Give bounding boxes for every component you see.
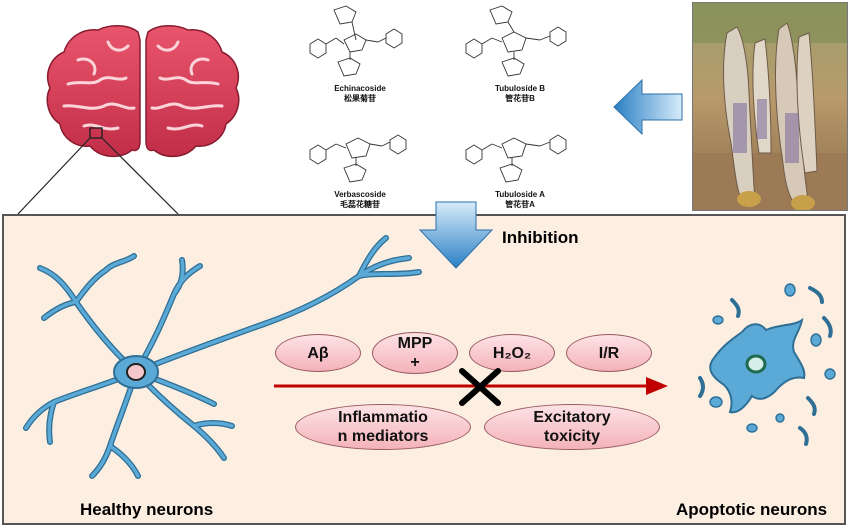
chem-structure-tubuloside-b (465, 5, 567, 77)
compound-name: Tubuloside B (494, 84, 546, 93)
down-arrow-icon (418, 201, 494, 269)
compound-name: Echinacoside (334, 84, 386, 93)
healthy-neuron (23, 235, 422, 479)
healthy-neurons-label: Healthy neurons (80, 500, 214, 519)
compound-name-cn: 管花苷A (505, 200, 535, 209)
apoptotic-neurons-label: Apoptotic neurons (676, 500, 828, 519)
factor-label: Excitatory toxicity (533, 409, 611, 445)
factor-pill-inflammation: Inflammatio n mediators (295, 404, 471, 450)
compound-label-tubuloside-a: Tubuloside A 管花苷A (465, 190, 575, 210)
chem-structure-verbascoside (309, 134, 407, 183)
compound-name-cn: 松果菊苷 (344, 94, 376, 103)
factor-pill-h2o2: H₂O₂ (469, 334, 555, 372)
compound-name-cn: 管花苷B (505, 94, 535, 103)
compound-name: Verbascoside (334, 190, 386, 199)
factor-pill-abeta: Aβ (275, 334, 361, 372)
factor-pill-mpp: MPP + (372, 332, 458, 374)
block-x-icon (459, 368, 501, 406)
compound-label-tubuloside-b: Tubuloside B 管花苷B (465, 84, 575, 104)
compound-name-cn: 毛蕊花糖苷 (340, 200, 380, 209)
inhibition-label: Inhibition (502, 228, 579, 247)
compound-label-verbascoside: Verbascoside 毛蕊花糖苷 (305, 190, 415, 210)
factor-pill-excitatory: Excitatory toxicity (484, 404, 660, 450)
red-arrow (274, 377, 668, 395)
apoptotic-neuron (698, 283, 836, 446)
chem-structure-tubuloside-a (465, 134, 567, 183)
factor-label: I/R (598, 344, 620, 362)
chem-structure-echinacoside (309, 5, 403, 77)
plant-photo (692, 2, 848, 211)
left-arrow-icon (613, 78, 683, 136)
factor-pill-ir: I/R (566, 334, 652, 372)
factor-label: Aβ (307, 344, 329, 362)
compound-label-echinacoside: Echinacoside 松果菊苷 (305, 84, 415, 104)
compound-name: Tubuloside A (495, 190, 545, 199)
factor-label: H₂O₂ (492, 344, 532, 362)
factor-label: MPP + (397, 335, 433, 371)
factor-label: Inflammatio n mediators (337, 409, 429, 445)
brain-illustration (46, 25, 240, 158)
